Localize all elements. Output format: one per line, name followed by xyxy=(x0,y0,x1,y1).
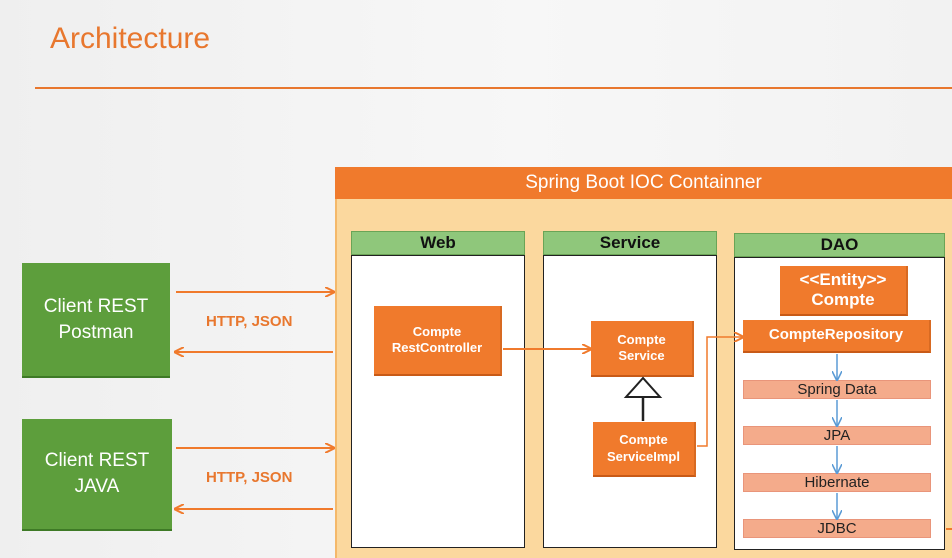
entity-stereotype: <<Entity>> xyxy=(799,270,887,290)
dao-layer-header: DAO xyxy=(734,233,945,257)
service-line1: Compte xyxy=(617,331,666,347)
protocol-label-postman: HTTP, JSON xyxy=(206,313,293,330)
serviceimpl-line2: ServiceImpl xyxy=(607,448,680,464)
service-layer-panel xyxy=(543,255,717,548)
client-java: Client REST JAVA xyxy=(22,419,172,531)
service-line2: Service xyxy=(618,348,665,363)
compte-restcontroller-box: Compte RestController xyxy=(374,306,502,376)
stack-spring-data: Spring Data xyxy=(743,380,931,399)
protocol-label-java: HTTP, JSON xyxy=(206,469,293,486)
impl-to-repository-arrow xyxy=(697,337,742,447)
client-java-line2: JAVA xyxy=(74,476,120,497)
container-header: Spring Boot IOC Containner xyxy=(335,167,952,199)
web-layer-panel xyxy=(351,255,525,548)
service-layer-header: Service xyxy=(543,231,717,255)
compte-service-box: Compte Service xyxy=(591,321,694,377)
restcontroller-line2: RestController xyxy=(391,340,483,355)
client-postman-line1: Client REST xyxy=(43,295,149,317)
compte-entity-box: <<Entity>> Compte xyxy=(780,266,908,316)
client-postman-line2: Postman xyxy=(58,321,134,343)
entity-name: Compte xyxy=(811,290,875,309)
compte-serviceimpl-box: Compte ServiceImpl xyxy=(593,422,696,477)
compte-repository-box: CompteRepository xyxy=(743,320,931,353)
serviceimpl-line1: Compte xyxy=(619,432,668,448)
slide-title: Architecture xyxy=(50,22,211,55)
client-java-line1: Client REST xyxy=(44,450,150,472)
realization-triangle xyxy=(623,376,663,398)
title-divider xyxy=(35,87,952,89)
restcontroller-line1: Compte xyxy=(412,323,462,339)
web-layer-header: Web xyxy=(351,231,525,255)
client-postman: Client REST Postman xyxy=(22,263,170,378)
